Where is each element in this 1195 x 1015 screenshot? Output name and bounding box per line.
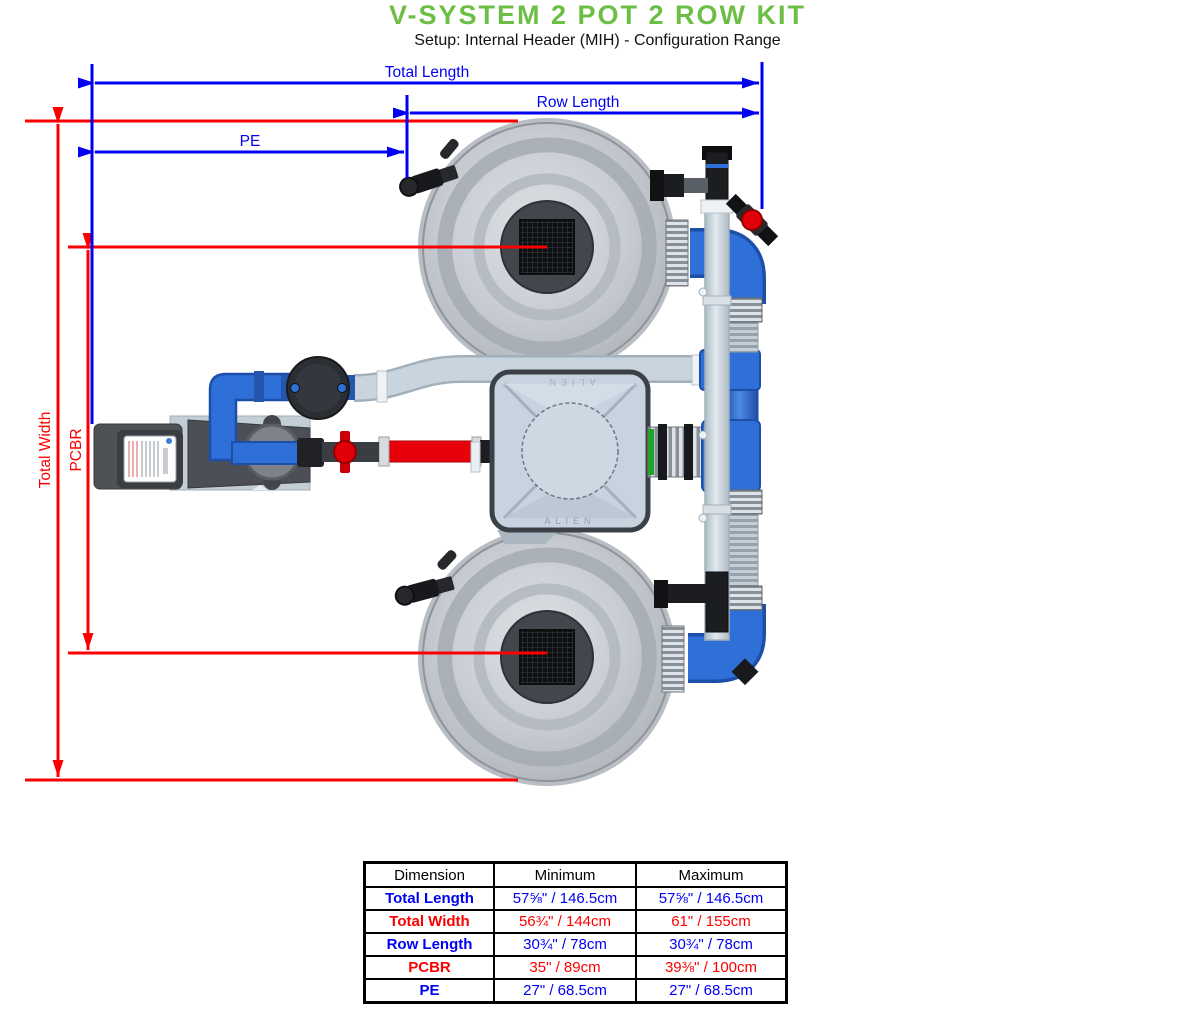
table-row: Row Length 30¾" / 78cm 30¾" / 78cm <box>363 932 788 957</box>
col-header-minimum: Minimum <box>493 861 637 888</box>
total-length-label: Total Length <box>385 64 469 81</box>
pump-assembly <box>93 356 379 491</box>
row-label: Total Length <box>363 886 495 911</box>
row-min: 27" / 68.5cm <box>493 978 637 1004</box>
red-dimensions <box>25 107 547 782</box>
tank-coupler-hose <box>647 426 707 478</box>
dripper-valve <box>725 193 779 247</box>
pcbr-label: PCBR <box>68 428 85 471</box>
tank-brand-text: ALIEN <box>544 516 595 526</box>
row-label: PCBR <box>363 955 495 980</box>
row-label: Row Length <box>363 932 495 957</box>
row-max: 57⅝" / 146.5cm <box>635 886 788 911</box>
row-max: 27" / 68.5cm <box>635 978 788 1004</box>
table-row: PCBR 35" / 89cm 39⅜" / 100cm <box>363 955 788 980</box>
page-subtitle: Setup: Internal Header (MIH) - Configura… <box>414 32 781 49</box>
pot-bottom <box>386 528 680 786</box>
row-label: Total Width <box>363 909 495 934</box>
row-min: 35" / 89cm <box>493 955 637 980</box>
table-row: Total Width 56¾" / 144cm 61" / 155cm <box>363 909 788 934</box>
row-length-label: Row Length <box>537 94 620 111</box>
total-width-label: Total Width <box>37 412 54 489</box>
row-min: 30¾" / 78cm <box>493 932 637 957</box>
table-row: PE 27" / 68.5cm 27" / 68.5cm <box>363 978 788 1004</box>
row-min: 56¾" / 144cm <box>493 909 637 934</box>
page-header: V-SYSTEM 2 POT 2 ROW KIT Setup: Internal… <box>0 2 1195 50</box>
table-row: Total Length 57⅝" / 146.5cm 57⅝" / 146.5… <box>363 886 788 911</box>
inline-filter <box>281 356 355 420</box>
table-header-row: Dimension Minimum Maximum <box>363 861 788 888</box>
reservoir-tank: ALIEN ALIEN <box>470 369 651 544</box>
col-header-maximum: Maximum <box>635 861 788 888</box>
pe-label: PE <box>240 133 261 150</box>
row-min: 57⅝" / 146.5cm <box>493 886 637 911</box>
page-title: V-SYSTEM 2 POT 2 ROW KIT <box>388 0 807 30</box>
blue-dimensions <box>78 62 764 424</box>
row-max: 61" / 155cm <box>635 909 788 934</box>
dimension-table: Dimension Minimum Maximum Total Length 5… <box>363 861 788 1004</box>
row-max: 39⅜" / 100cm <box>635 955 788 980</box>
manifold <box>647 146 779 693</box>
tank-brand-text-inverted: ALIEN <box>544 377 595 387</box>
row-label: PE <box>363 978 495 1004</box>
feed-pipe <box>353 354 706 403</box>
col-header-dimension: Dimension <box>363 861 495 888</box>
row-max: 30¾" / 78cm <box>635 932 788 957</box>
